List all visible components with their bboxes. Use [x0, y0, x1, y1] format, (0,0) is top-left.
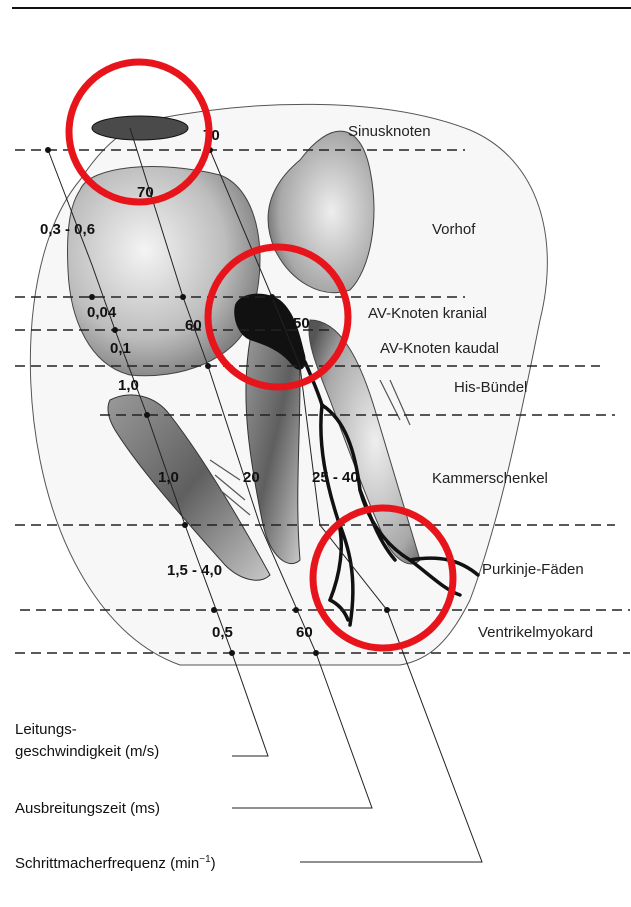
av-kaudal-speed: 0,1	[110, 340, 131, 357]
dot	[182, 522, 188, 528]
ventrikel-speed: 0,5	[212, 624, 233, 641]
label-his-buendel: His-Bündel	[454, 379, 527, 396]
dot	[229, 650, 235, 656]
dot	[211, 607, 217, 613]
legend: Leitungs- geschwindigkeit (m/s) Ausbreit…	[15, 721, 216, 872]
sinus-node	[92, 116, 188, 140]
label-purkinje-faeden: Purkinje-Fäden	[482, 561, 584, 578]
label-av-knoten-kranial: AV-Knoten kranial	[368, 305, 487, 322]
dot	[313, 650, 319, 656]
legend-time: Ausbreitungszeit (ms)	[15, 800, 160, 817]
dot	[293, 607, 299, 613]
dot	[205, 363, 211, 369]
dot	[89, 294, 95, 300]
label-vorhof: Vorhof	[432, 221, 476, 238]
label-sinusknoten: Sinusknoten	[348, 123, 431, 140]
label-av-knoten-kaudal: AV-Knoten kaudal	[380, 340, 499, 357]
kammer-time: 20	[243, 469, 260, 486]
dot	[112, 327, 118, 333]
legend-rate: Schrittmacherfrequenz (min−1)	[15, 854, 216, 872]
dot	[180, 294, 186, 300]
legend-speed-line2: geschwindigkeit (m/s)	[15, 743, 159, 760]
legend-speed-line1: Leitungs-	[15, 721, 77, 738]
dot	[45, 147, 51, 153]
kammer-speed: 1,0	[158, 469, 179, 486]
label-ventrikelmyokard: Ventrikelmyokard	[478, 624, 593, 641]
dot	[384, 607, 390, 613]
legend-rate-close: )	[211, 855, 216, 872]
his-speed: 1,0	[118, 377, 139, 394]
vorhof-speed: 0,3 - 0,6	[40, 221, 95, 238]
purkinje-speed: 1,5 - 4,0	[167, 562, 222, 579]
dot	[144, 412, 150, 418]
legend-rate-sup: −1	[199, 854, 211, 865]
av-kranial-rate: 50	[293, 315, 310, 332]
kammer-rate: 25 - 40	[312, 469, 359, 486]
av-kranial-speed: 0,04	[87, 304, 117, 321]
av-kranial-time: 60	[185, 317, 202, 334]
ventrikel-time: 60	[296, 624, 313, 641]
dot	[269, 294, 275, 300]
label-kammerschenkel: Kammerschenkel	[432, 470, 548, 487]
legend-rate-text: Schrittmacherfrequenz (min	[15, 855, 199, 872]
